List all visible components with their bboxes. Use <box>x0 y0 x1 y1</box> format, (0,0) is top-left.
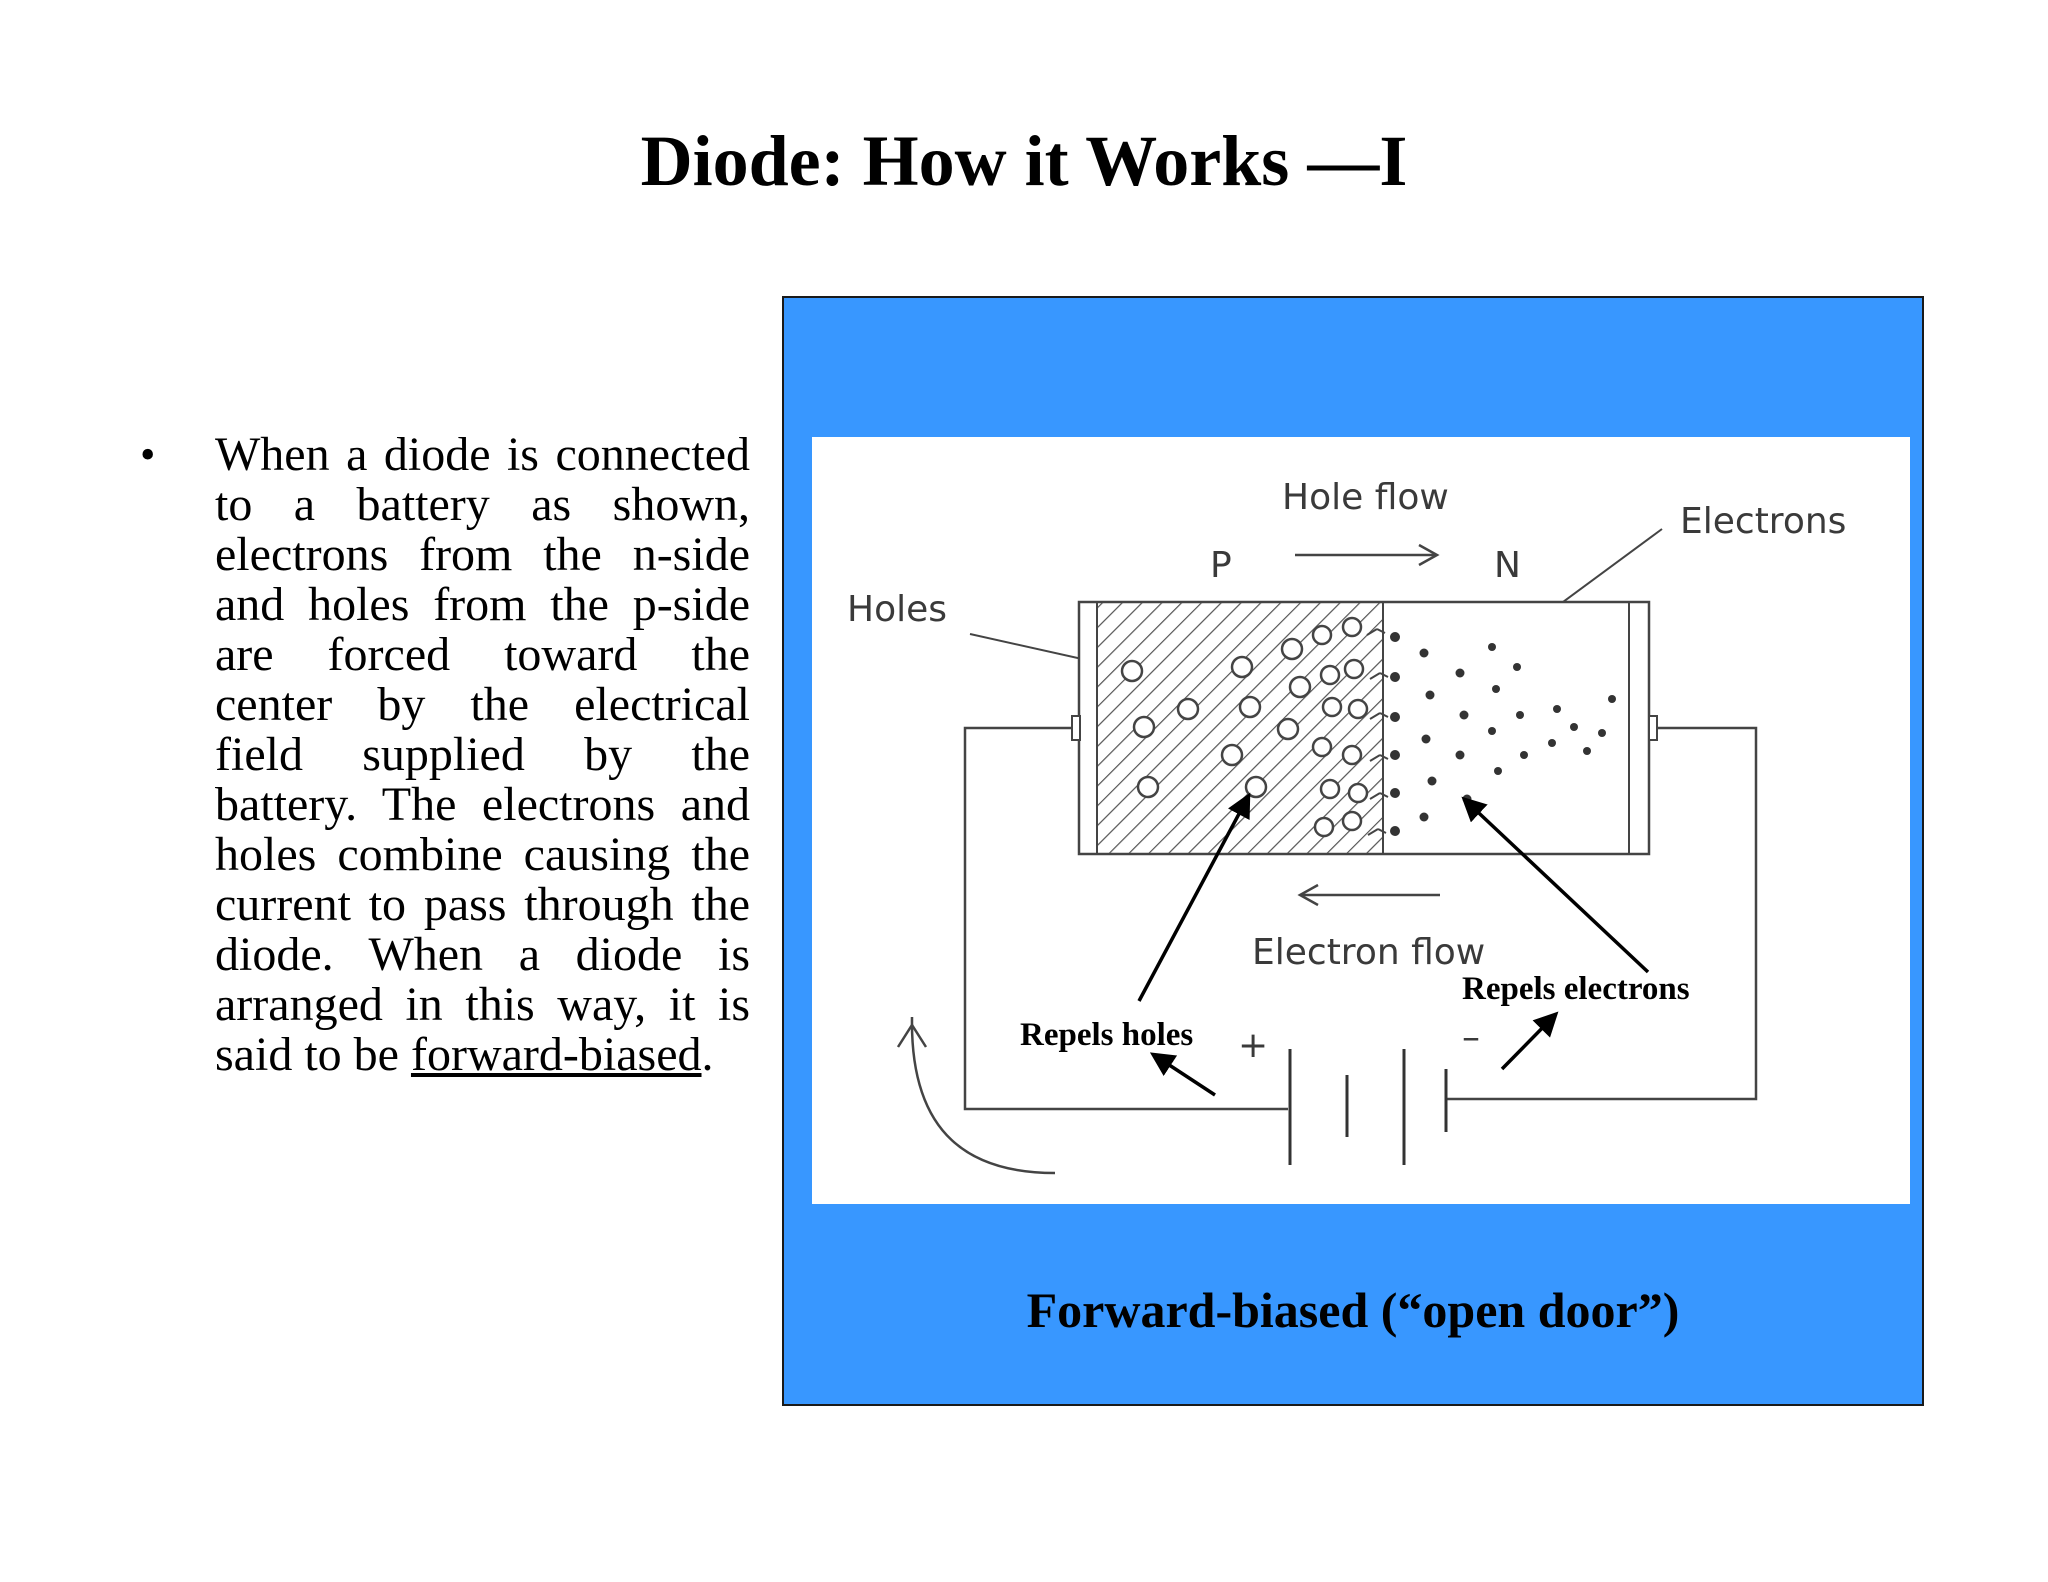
junction-arrows <box>1366 628 1389 836</box>
battery-plus-label: + <box>1238 1025 1268 1066</box>
holes-label: Holes <box>847 589 947 630</box>
repels-electrons-arrow <box>1461 796 1650 974</box>
bullet-text-end: . <box>701 1028 714 1081</box>
electrons-label: Electrons <box>1680 501 1846 542</box>
hole-flow-arrow <box>1295 543 1440 567</box>
battery-plus-arrow <box>1149 1052 1216 1097</box>
bullet-text-main: When a diode is connected to a battery a… <box>215 428 750 1081</box>
electron-flow-arrow <box>1297 883 1440 907</box>
electrons-group <box>1390 632 1616 836</box>
repels-electrons-label: Repels electrons <box>1462 971 1690 1007</box>
holes-group <box>1120 616 1369 838</box>
p-side-label: P <box>1210 545 1232 586</box>
left-terminal <box>1071 715 1081 741</box>
circuit-wire <box>963 726 1758 1111</box>
battery-minus-arrow <box>1500 1011 1559 1071</box>
bullet-text: When a diode is connected to a battery a… <box>215 430 750 1080</box>
repels-holes-label: Repels holes <box>1020 1017 1193 1053</box>
current-direction-arrow <box>896 1016 1056 1175</box>
repels-holes-arrow <box>1137 792 1251 1002</box>
n-side-label: N <box>1494 545 1521 586</box>
figure-caption: Forward-biased (“open door”) <box>1026 1282 1680 1338</box>
bullet-marker: • <box>140 430 156 479</box>
right-terminal <box>1648 715 1658 741</box>
battery <box>1288 1049 1448 1165</box>
slide-title: Diode: How it Works —I <box>640 121 1408 201</box>
electron-flow-label: Electron flow <box>1252 932 1485 973</box>
diode-diagram: Hole flow P N Electrons Holes + – <box>812 437 1910 1204</box>
hole-flow-label: Hole flow <box>1282 477 1449 518</box>
battery-minus-label: – <box>1462 1017 1480 1058</box>
forward-biased-term: forward-biased <box>410 1028 702 1081</box>
